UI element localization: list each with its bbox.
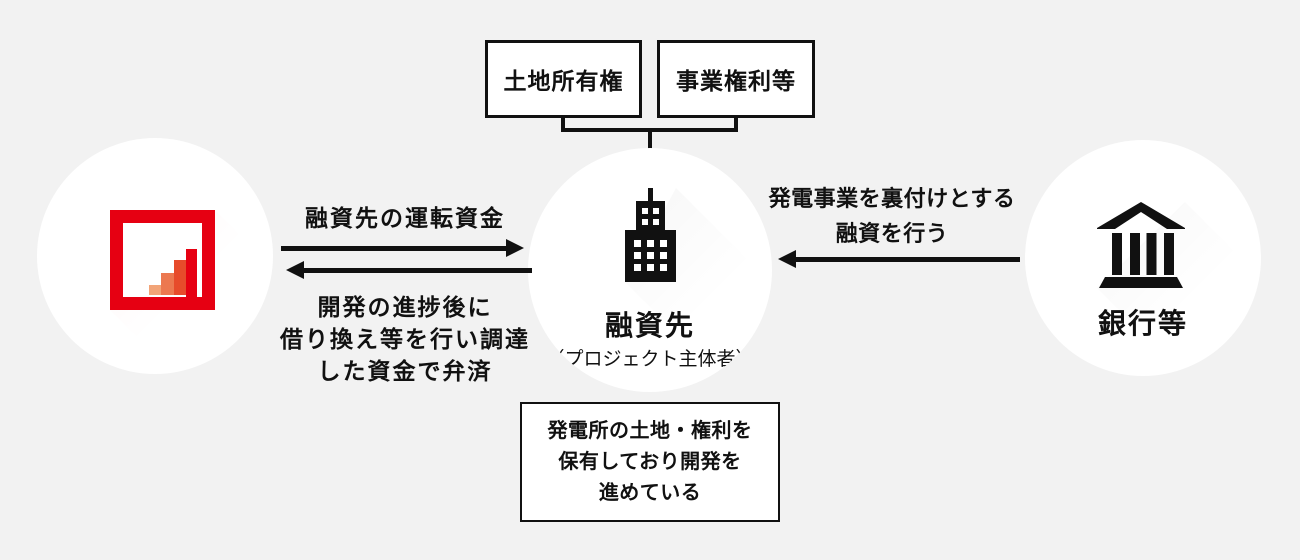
loan-arrow-line xyxy=(794,257,1020,262)
repayment-label-line3: した資金で弁済 xyxy=(317,358,493,384)
land-ownership-label: 土地所有権 xyxy=(503,68,624,94)
office-building-icon xyxy=(625,188,676,282)
repayment-arrowhead xyxy=(286,261,304,279)
land-ownership-box: 土地所有権 xyxy=(485,40,642,118)
bank-circle: 銀行等 xyxy=(1025,140,1261,376)
repayment-label-line1: 開発の進捗後に xyxy=(317,294,493,320)
loan-label: 発電事業を裏付けとする 融資を行う xyxy=(768,181,1016,251)
repayment-label: 開発の進捗後に 借り換え等を行い調達 した資金で弁済 xyxy=(262,291,548,387)
loan-label-line2: 融資を行う xyxy=(835,221,949,246)
note-line3: 進めている xyxy=(598,481,702,504)
working-capital-label: 融資先の運転資金 xyxy=(305,205,505,231)
project-owner-circle: 融資先 （プロジェクト主体者） xyxy=(528,148,772,392)
bank-title: 銀行等 xyxy=(1097,308,1188,339)
note-line1: 発電所の土地・権利を xyxy=(547,419,753,442)
working-capital-arrowhead xyxy=(506,239,524,257)
business-rights-box: 事業権利等 xyxy=(657,40,815,118)
logo-bar-4 xyxy=(186,249,197,297)
lender-circle xyxy=(37,138,273,374)
logo-bar-1 xyxy=(149,285,161,295)
business-rights-label: 事業権利等 xyxy=(676,68,796,94)
logo-bar-2 xyxy=(161,273,174,295)
loan-label-line1: 発電事業を裏付けとする xyxy=(768,186,1016,211)
project-status-note-box: 発電所の土地・権利を 保有しており開発を 進めている xyxy=(520,402,780,522)
connector-left-drop xyxy=(561,118,565,132)
connector-right-drop xyxy=(734,118,738,132)
project-owner-subtitle: （プロジェクト主体者） xyxy=(545,349,755,370)
logo-bar-3 xyxy=(174,260,186,295)
note-line2: 保有しており開発を xyxy=(558,450,742,473)
bar-chart-logo-icon xyxy=(110,210,215,310)
bank-icon xyxy=(1097,202,1185,288)
loan-arrowhead xyxy=(778,250,796,268)
repayment-label-line2: 借り換え等を行い調達 xyxy=(280,326,530,352)
working-capital-arrow-line xyxy=(281,246,508,251)
repayment-arrow-line xyxy=(302,268,532,273)
connector-center-drop xyxy=(648,128,652,150)
project-owner-title: 融資先 xyxy=(604,310,695,341)
